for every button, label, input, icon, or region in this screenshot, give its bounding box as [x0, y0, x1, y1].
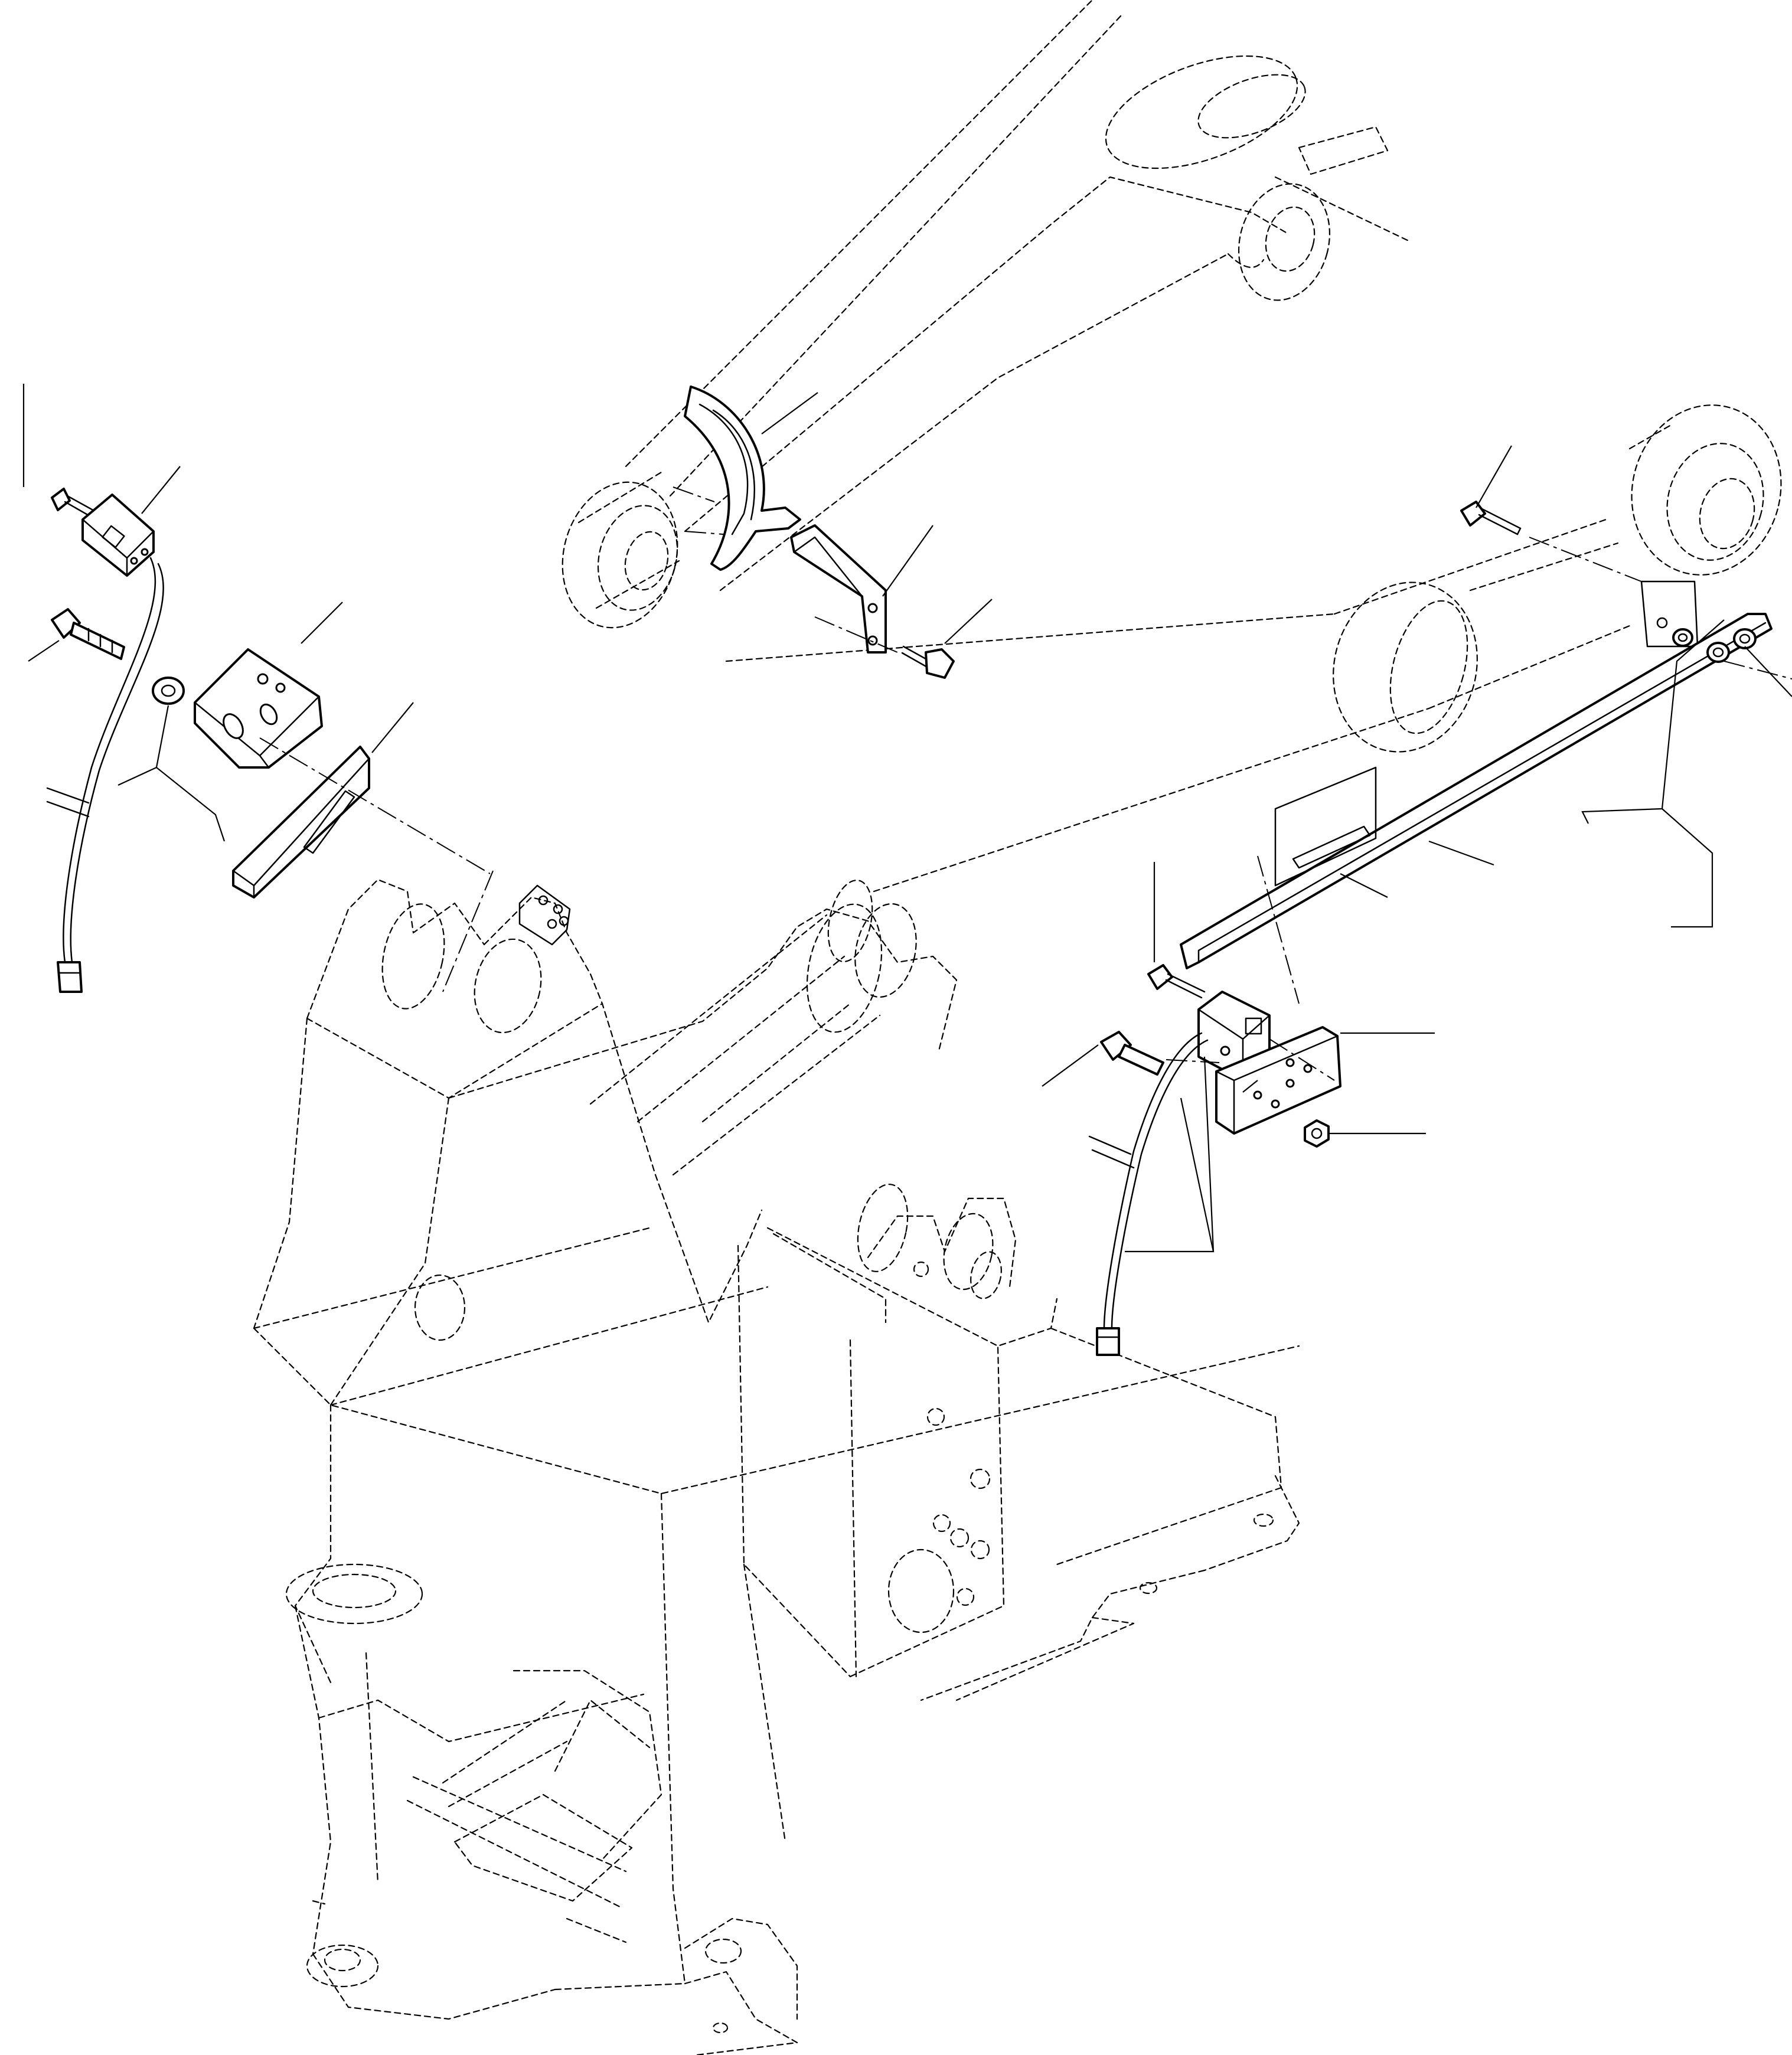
right-sensor-assembly: [1088, 501, 1773, 1356]
top-center-brackets: [518, 385, 955, 946]
sensor-cable-right: [1088, 1032, 1209, 1356]
sensor-bracket-right: [1215, 1026, 1341, 1135]
leader-lines: [22, 384, 1792, 1253]
boom-arm: [562, 0, 1412, 629]
bolt-top-center: [901, 645, 955, 679]
v-target-bracket: [790, 524, 887, 654]
slotted-plate-right: [1274, 766, 1377, 887]
long-target-bar: [1180, 613, 1773, 969]
bolt-large-right: [1100, 1031, 1164, 1076]
main-frame: [253, 878, 1300, 2055]
hex-nut-right: [1304, 1119, 1330, 1148]
bolt-large-left: [51, 608, 125, 660]
slotted-target-plate-left: [232, 746, 370, 899]
hydraulic-cylinder: [725, 404, 1782, 893]
centerlines: [259, 486, 1792, 1081]
mounting-bracket-left: [194, 648, 323, 769]
washer-left: [152, 677, 185, 705]
bolt-top-right: [1460, 501, 1522, 535]
bolt-small-right: [1147, 964, 1206, 999]
curved-cam-plate: [684, 385, 801, 571]
sensor-cable-left: [46, 557, 164, 993]
left-sensor-assembly: [46, 488, 370, 993]
frame-plate-bracket: [518, 884, 571, 946]
proximity-sensor-left: [81, 494, 155, 577]
